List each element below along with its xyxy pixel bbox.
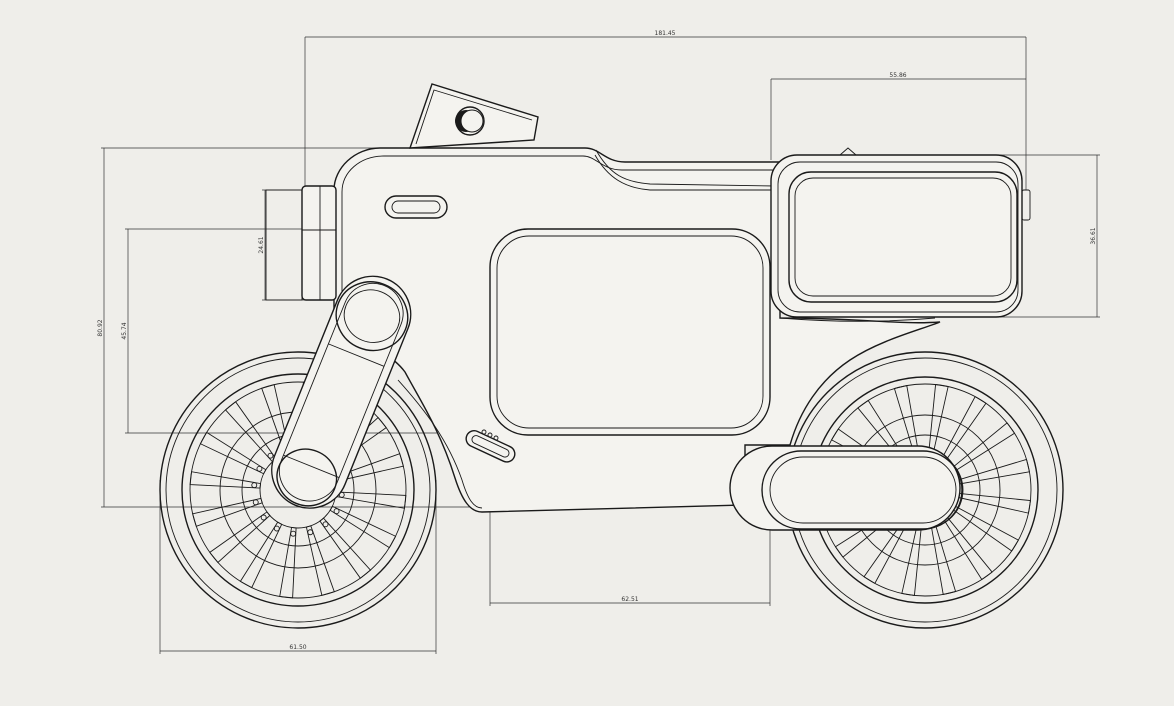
dim-overall-length: 181.45 [655,30,676,37]
wheel-spoke [224,401,277,463]
dim-body-height: 45.74 [121,322,128,339]
wheel-bolt [252,499,259,506]
wheel-bolt [267,452,274,459]
wheel-bolt [322,521,329,528]
rear-storage-box [770,147,1031,318]
wheel-bolt [290,530,297,537]
wheel-bolt [307,529,314,536]
dim-rear-box-height: 36.61 [1090,227,1097,244]
wheel-spoke [319,517,372,579]
wheel-spoke [209,511,271,564]
wheel-spoke [279,526,297,599]
scooter-body [265,83,941,513]
wheel-spoke [329,505,397,549]
dim-rear-box-width: 55.86 [889,72,906,79]
dim-wheel-diameter: 61.50 [289,644,306,651]
wheel-spoke [334,491,407,509]
front-fork [271,275,412,509]
wheel-bolt [256,465,263,472]
wheel-bolt [260,514,267,521]
wheel-spoke [192,497,263,527]
wheel-spoke [189,471,262,489]
wheel-spoke [199,431,267,475]
dim-center-panel-width: 62.51 [621,596,638,603]
dim-overall-height: 80.92 [97,319,104,336]
wheel-bolt [273,525,280,532]
wheel-spoke [239,521,283,589]
wheel-bolt [333,508,340,515]
rear-swingarm [729,445,963,531]
dim-headlight-height: 24.61 [258,236,265,253]
wheel-spoke [305,525,335,596]
wheel-bolt [251,482,258,489]
